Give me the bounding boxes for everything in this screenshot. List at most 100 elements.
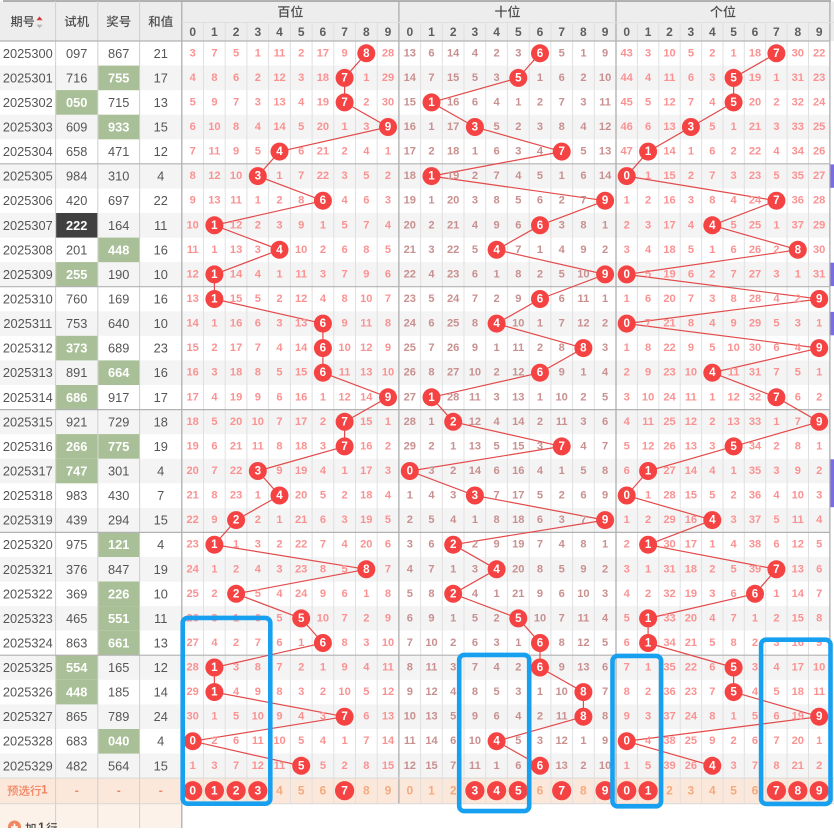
svg-text:1: 1 xyxy=(211,686,218,699)
svg-text:5: 5 xyxy=(515,71,522,84)
svg-text:2: 2 xyxy=(450,25,457,39)
svg-text:8: 8 xyxy=(602,465,608,477)
svg-text:222: 222 xyxy=(66,218,87,233)
svg-text:9: 9 xyxy=(602,25,609,39)
svg-text:7: 7 xyxy=(385,293,391,305)
svg-text:0: 0 xyxy=(623,735,629,748)
svg-text:5: 5 xyxy=(709,121,715,133)
svg-text:4: 4 xyxy=(709,318,716,330)
svg-text:2: 2 xyxy=(233,514,239,527)
svg-text:8: 8 xyxy=(580,686,587,699)
svg-text:0: 0 xyxy=(406,784,413,798)
svg-text:26: 26 xyxy=(404,367,416,379)
svg-text:12: 12 xyxy=(642,440,654,452)
svg-text:5: 5 xyxy=(795,367,801,379)
svg-text:19: 19 xyxy=(512,539,524,551)
svg-text:448: 448 xyxy=(66,685,87,700)
svg-text:5: 5 xyxy=(602,637,608,649)
svg-text:17: 17 xyxy=(187,391,199,403)
svg-text:6: 6 xyxy=(320,784,327,798)
svg-text:9: 9 xyxy=(795,465,801,477)
svg-text:11: 11 xyxy=(295,268,307,280)
svg-text:11: 11 xyxy=(512,342,524,354)
svg-text:33: 33 xyxy=(792,121,804,133)
svg-text:164: 164 xyxy=(108,218,129,233)
svg-text:0: 0 xyxy=(189,735,195,748)
svg-text:2: 2 xyxy=(428,146,434,158)
svg-text:9: 9 xyxy=(190,195,196,207)
svg-text:5: 5 xyxy=(731,219,737,231)
svg-text:17: 17 xyxy=(230,342,242,354)
svg-text:7: 7 xyxy=(773,194,779,207)
svg-text:11: 11 xyxy=(728,367,740,379)
svg-text:4: 4 xyxy=(276,784,283,798)
svg-text:18: 18 xyxy=(749,47,761,59)
svg-text:4: 4 xyxy=(709,25,716,39)
svg-text:7: 7 xyxy=(688,96,694,108)
svg-text:6: 6 xyxy=(537,514,543,526)
svg-text:29: 29 xyxy=(404,440,416,452)
svg-text:1: 1 xyxy=(580,735,586,747)
svg-text:2: 2 xyxy=(559,195,565,207)
svg-text:24: 24 xyxy=(187,563,200,575)
svg-text:3: 3 xyxy=(472,25,479,39)
svg-text:14: 14 xyxy=(382,735,395,747)
svg-text:7: 7 xyxy=(190,146,196,158)
svg-text:8: 8 xyxy=(190,170,196,182)
svg-text:1: 1 xyxy=(428,96,435,109)
svg-text:8: 8 xyxy=(363,25,370,39)
svg-text:7: 7 xyxy=(795,416,801,428)
svg-text:13: 13 xyxy=(154,95,168,110)
svg-text:14: 14 xyxy=(273,121,286,133)
svg-text:1: 1 xyxy=(407,490,413,502)
svg-text:1: 1 xyxy=(385,416,391,428)
svg-text:5: 5 xyxy=(472,244,478,256)
svg-text:2: 2 xyxy=(559,490,565,502)
svg-text:4: 4 xyxy=(537,465,544,477)
svg-text:4: 4 xyxy=(816,514,823,526)
svg-text:4: 4 xyxy=(602,612,609,624)
svg-text:1: 1 xyxy=(515,96,521,108)
svg-text:747: 747 xyxy=(66,464,87,479)
svg-text:6: 6 xyxy=(752,735,758,747)
svg-text:661: 661 xyxy=(108,636,129,651)
svg-text:6: 6 xyxy=(472,268,478,280)
svg-text:1: 1 xyxy=(645,637,652,650)
svg-text:4: 4 xyxy=(233,686,240,698)
svg-text:10: 10 xyxy=(338,342,350,354)
svg-text:20: 20 xyxy=(404,219,416,231)
svg-text:4: 4 xyxy=(342,539,349,551)
svg-text:10: 10 xyxy=(556,391,568,403)
svg-text:16: 16 xyxy=(154,242,168,257)
svg-text:26: 26 xyxy=(663,440,675,452)
svg-text:6: 6 xyxy=(342,588,348,600)
svg-text:17: 17 xyxy=(447,121,459,133)
svg-text:28: 28 xyxy=(663,490,675,502)
svg-text:8: 8 xyxy=(602,711,608,723)
svg-text:4: 4 xyxy=(428,268,435,280)
svg-text:7: 7 xyxy=(580,514,586,526)
svg-text:12: 12 xyxy=(469,416,481,428)
svg-text:13: 13 xyxy=(382,711,394,723)
svg-text:5: 5 xyxy=(645,268,651,280)
svg-text:6: 6 xyxy=(255,318,261,330)
svg-text:10: 10 xyxy=(252,711,264,723)
svg-text:9: 9 xyxy=(385,121,392,134)
svg-text:17: 17 xyxy=(360,465,372,477)
svg-text:8: 8 xyxy=(494,195,500,207)
svg-text:25: 25 xyxy=(685,735,697,747)
svg-text:9: 9 xyxy=(320,588,326,600)
svg-text:5: 5 xyxy=(276,367,282,379)
svg-text:1: 1 xyxy=(816,318,822,330)
svg-text:9: 9 xyxy=(602,735,608,747)
svg-text:4: 4 xyxy=(276,588,283,600)
svg-text:2025300: 2025300 xyxy=(3,46,53,61)
svg-text:15: 15 xyxy=(382,760,394,772)
svg-text:6: 6 xyxy=(537,293,544,306)
svg-text:7: 7 xyxy=(363,219,369,231)
svg-text:3: 3 xyxy=(254,25,261,39)
svg-text:4: 4 xyxy=(624,416,631,428)
svg-text:1: 1 xyxy=(211,244,217,256)
svg-text:4: 4 xyxy=(493,735,500,748)
svg-text:14: 14 xyxy=(230,268,243,280)
